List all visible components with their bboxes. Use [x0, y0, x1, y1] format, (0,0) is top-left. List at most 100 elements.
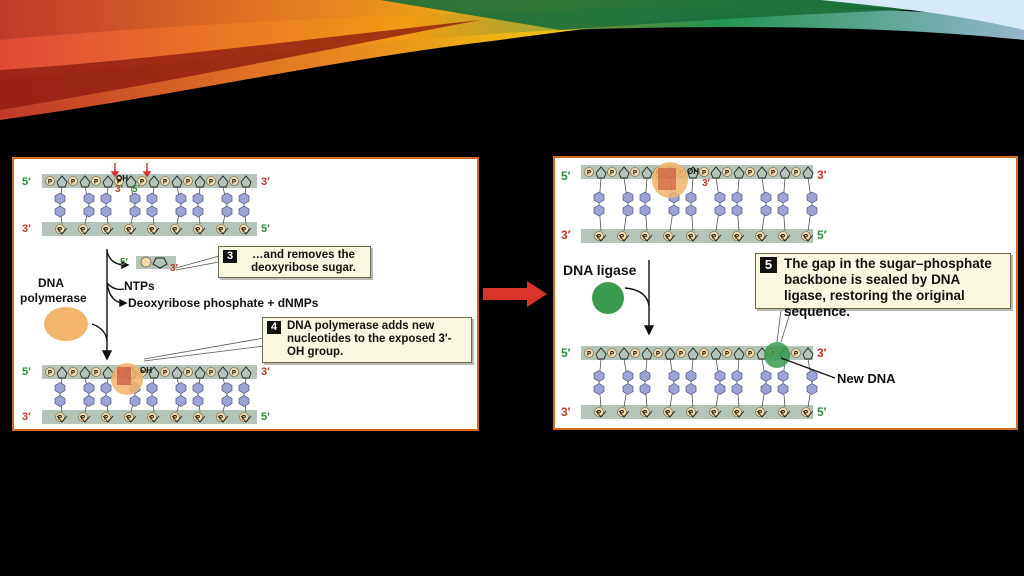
sugar	[664, 234, 676, 242]
excised-5prime: 5′	[120, 257, 128, 268]
phosphate: P	[778, 231, 788, 241]
sugar	[641, 166, 653, 179]
sugar	[618, 347, 630, 360]
r-upper-oh: OH	[687, 167, 699, 176]
sugar	[79, 175, 91, 188]
svg-text:P: P	[666, 235, 670, 241]
svg-text:P: P	[94, 180, 98, 186]
base	[221, 205, 233, 218]
phosphate: P	[170, 224, 180, 234]
svg-text:P: P	[689, 411, 693, 417]
sugar	[756, 234, 768, 242]
r-lower-5prime-left: 5′	[561, 346, 571, 360]
label-5prime-top-left: 5′	[22, 176, 31, 188]
base	[731, 204, 743, 217]
base	[192, 192, 204, 205]
sugar	[595, 166, 607, 179]
svg-text:P: P	[794, 171, 798, 177]
svg-text:P: P	[209, 180, 213, 186]
base	[146, 395, 158, 407]
sugar	[802, 347, 814, 360]
sugar	[125, 415, 137, 423]
sugar	[733, 234, 745, 242]
svg-text:P: P	[781, 235, 785, 241]
svg-text:P: P	[117, 180, 121, 186]
r-upper-5prime-bottom: 5′	[817, 228, 827, 242]
r-upper-3prime-right: 3′	[817, 168, 827, 182]
dna-polymerase-blob	[44, 307, 88, 341]
svg-text:P: P	[173, 228, 177, 234]
base	[238, 382, 250, 394]
sugar	[217, 227, 229, 235]
base	[129, 205, 141, 218]
base	[129, 395, 141, 407]
base	[54, 205, 66, 218]
base	[668, 204, 680, 217]
step-5-number: 5	[760, 257, 777, 273]
phosphate: P	[170, 412, 180, 422]
svg-text:P: P	[679, 352, 683, 358]
sugar	[194, 175, 206, 188]
sugar	[148, 175, 160, 188]
base	[221, 192, 233, 205]
sugar	[125, 227, 137, 235]
phosphate: P	[722, 348, 732, 358]
base	[175, 192, 187, 205]
base	[146, 205, 158, 218]
label-3prime-break: 3′	[115, 184, 123, 195]
sugar	[756, 166, 768, 179]
phosphate: P	[91, 176, 101, 186]
base	[685, 383, 697, 395]
sugar	[802, 410, 814, 418]
sugar	[802, 234, 814, 242]
svg-text:P: P	[620, 235, 624, 241]
label-oh: OH	[116, 174, 128, 183]
sugar	[641, 410, 653, 418]
phosphate: P	[584, 167, 594, 177]
phosphate: P	[216, 412, 226, 422]
cut-site-arrows	[110, 163, 152, 178]
base	[714, 370, 726, 382]
phosphate: P	[114, 176, 124, 186]
phosphate: P	[584, 348, 594, 358]
dna-ligase-blob	[592, 282, 624, 314]
sugar	[595, 234, 607, 242]
base	[806, 204, 818, 217]
phosphate: P	[160, 176, 170, 186]
svg-text:P: P	[748, 352, 752, 358]
svg-text:P: P	[163, 180, 167, 186]
base	[593, 383, 605, 395]
base	[777, 383, 789, 395]
svg-text:P: P	[804, 235, 808, 241]
sugar	[240, 175, 252, 188]
base	[221, 382, 233, 394]
svg-text:P: P	[781, 411, 785, 417]
base	[777, 204, 789, 217]
sugar	[217, 175, 229, 188]
sugar	[641, 347, 653, 360]
step-4-callout: 4 DNA polymerase adds new nucleotides to…	[262, 317, 472, 363]
phosphate: P	[653, 348, 663, 358]
base	[192, 395, 204, 407]
svg-text:P: P	[689, 235, 693, 241]
phosphate: P	[663, 407, 673, 417]
base	[192, 382, 204, 394]
base	[54, 395, 66, 407]
sugar	[710, 347, 722, 360]
label-5prime-bottom-right: 5′	[261, 223, 270, 235]
step-3-callout: 3 …and removes the deoxyribose sugar.	[218, 246, 371, 278]
svg-text:P: P	[771, 171, 775, 177]
svg-text:P: P	[758, 235, 762, 241]
sugar	[102, 175, 114, 188]
svg-text:P: P	[81, 228, 85, 234]
base	[685, 191, 697, 204]
svg-text:P: P	[735, 235, 739, 241]
svg-text:P: P	[597, 411, 601, 417]
base	[806, 191, 818, 204]
svg-text:P: P	[140, 180, 144, 186]
sugar	[779, 410, 791, 418]
step-3-number: 3	[223, 250, 237, 263]
r-upper-3prime-bottom: 3′	[561, 228, 571, 242]
phosphate: P	[55, 224, 65, 234]
